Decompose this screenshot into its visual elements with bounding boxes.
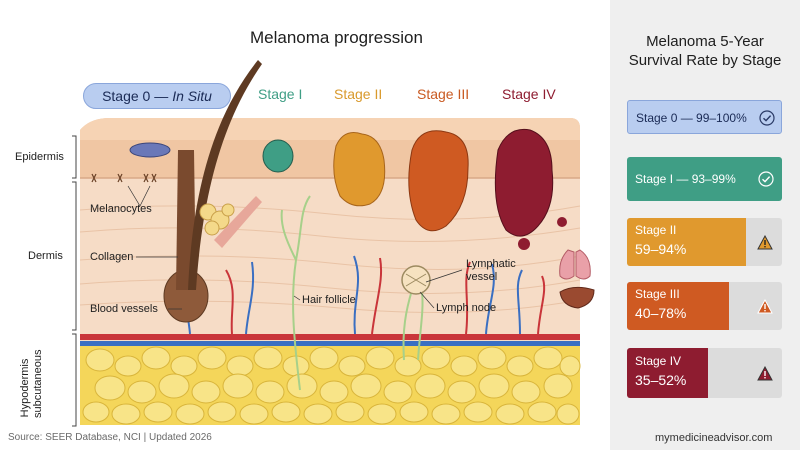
stratum-corneum — [80, 118, 580, 140]
hair-follicle-label: Hair follicle — [302, 294, 356, 306]
melanocytes-label: Melanocytes — [90, 203, 152, 215]
survival-card-stage-4-stage: Stage IV — [635, 354, 682, 368]
arrector-pili-muscle — [214, 196, 262, 248]
lymphatic-vessel-label-line1: Lymphatic — [466, 258, 516, 270]
artery-band — [80, 334, 580, 340]
check-circle-icon — [758, 171, 774, 187]
survival-card-stage-2-stage: Stage II — [635, 223, 677, 237]
survival-card-stage-4-rate: 35–52% — [635, 372, 687, 388]
blood-vessels-label: Blood vessels — [90, 303, 158, 315]
stage-4-label: Stage IV — [502, 86, 556, 102]
tumor-stage-0 — [129, 142, 171, 158]
survival-bar-stage-2 — [627, 218, 747, 266]
stage-0-label: Stage 0 — In Situ — [83, 83, 231, 109]
lymphatic-vessel-label-line2: vessel — [466, 271, 498, 283]
tumor-stage-4 — [494, 128, 554, 237]
survival-card-stage-0-label: Stage 0 — 99–100% — [636, 111, 747, 125]
hypodermis-label-line1: Hypodermis — [19, 358, 31, 418]
diagram-title: Melanoma progression — [250, 28, 423, 47]
skin-cross-section-diagram — [72, 60, 595, 427]
tumor-stage-2 — [333, 132, 386, 207]
stage-0-prefix: Stage 0 — — [102, 88, 169, 104]
check-circle-icon — [759, 110, 775, 126]
lymphatic-vessels — [280, 195, 424, 391]
layer-brackets — [72, 135, 77, 427]
sebaceous-gland — [199, 203, 235, 236]
vein-band — [80, 341, 580, 346]
survival-card-stage-1: Stage I — 93–99% — [627, 157, 782, 201]
survival-card-stage-1-label: Stage I — 93–99% — [635, 172, 736, 186]
hypodermis-label-line2: subcutaneous — [32, 349, 44, 419]
lymphatic-vessel-label: Lymphatic vessel — [466, 258, 516, 284]
survival-card-stage-3: Stage III 40–78% — [627, 282, 782, 330]
survival-card-stage-4: Stage IV 35–52% — [627, 348, 782, 398]
liver-icon — [559, 286, 595, 309]
metastasis-cluster-2 — [557, 217, 567, 227]
stage-3-label: Stage III — [417, 86, 470, 102]
fat-cells — [82, 346, 581, 425]
stage-0-emphasis: In Situ — [172, 88, 212, 104]
stage-1-label: Stage I — [258, 86, 303, 102]
panel-title-line2: Survival Rate by Stage — [628, 52, 782, 69]
melanocytes — [91, 173, 157, 183]
warning-icon — [757, 235, 773, 250]
stage-2-label: Stage II — [334, 86, 383, 102]
collagen-label: Collagen — [90, 251, 134, 263]
lungs-icon — [559, 249, 591, 280]
survival-bar-stage-4 — [627, 348, 708, 398]
warning-icon — [757, 299, 773, 314]
survival-bar-stage-3 — [627, 282, 730, 330]
hair-shaft — [188, 60, 262, 290]
dermis-label: Dermis — [28, 250, 63, 262]
metastasis-cluster — [518, 238, 530, 250]
leader-lines — [127, 185, 463, 310]
lymph-node-label: Lymph node — [436, 302, 497, 314]
warning-icon — [757, 366, 773, 381]
tumor-stage-3 — [408, 130, 469, 232]
source-citation: Source: SEER Database, NCI | Updated 202… — [8, 432, 212, 443]
epidermis-label: Epidermis — [15, 151, 64, 163]
lymph-node — [401, 265, 431, 295]
brand-watermark: mymedicineadvisor.com — [655, 432, 773, 444]
tumor-stage-1 — [262, 139, 294, 173]
survival-card-stage-2-rate: 59–94% — [635, 241, 687, 257]
survival-card-stage-0: Stage 0 — 99–100% — [627, 100, 782, 134]
panel-title: Melanoma 5-Year Survival Rate by Stage — [614, 32, 796, 70]
survival-card-stage-3-stage: Stage III — [635, 287, 680, 301]
survival-card-stage-2: Stage II 59–94% — [627, 218, 782, 266]
panel-title-line1: Melanoma 5-Year — [646, 33, 764, 50]
survival-card-stage-3-rate: 40–78% — [635, 305, 687, 321]
hypodermis-label: Hypodermis subcutaneous — [19, 350, 45, 419]
